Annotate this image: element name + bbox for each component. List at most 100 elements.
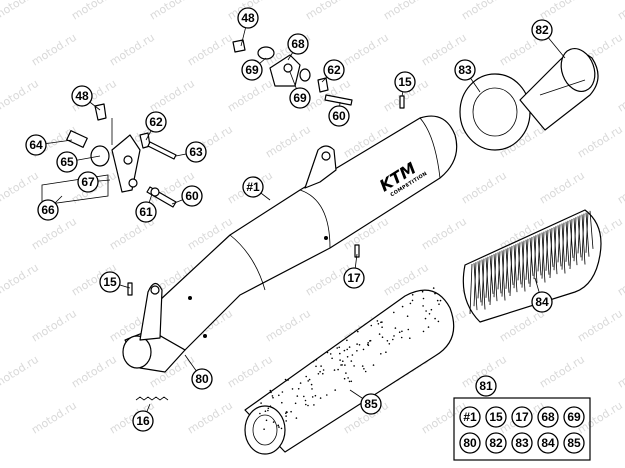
- speckle: [260, 402, 262, 404]
- wool-strand: [545, 229, 549, 271]
- speckle: [430, 308, 433, 311]
- watermark-text: motod.ru: [0, 77, 41, 115]
- speckle: [380, 353, 382, 355]
- wool-strand: [573, 218, 578, 266]
- callout-label: 83: [458, 63, 472, 77]
- speckle: [424, 317, 427, 320]
- callout-60: 60: [181, 185, 203, 207]
- kit-item-69: 69: [563, 406, 585, 428]
- speckle: [269, 405, 272, 408]
- speckle: [378, 333, 381, 335]
- callout-85: 85: [360, 393, 382, 415]
- callout-61: 61: [135, 201, 157, 223]
- wool-strand: [469, 263, 473, 315]
- speckle: [381, 336, 384, 339]
- speckle: [287, 379, 289, 381]
- speckle: [311, 396, 314, 398]
- watermark-text: motod.ru: [185, 399, 235, 437]
- callout-label: 82: [535, 23, 549, 37]
- callout-circle: [360, 393, 382, 415]
- callout-label: 84: [535, 295, 549, 309]
- callout-label: 85: [364, 397, 378, 411]
- wool-strand: [525, 238, 529, 280]
- callout-67: 67: [77, 171, 99, 193]
- watermark-text: motod.ru: [263, 307, 313, 345]
- wool-strand: [565, 220, 569, 262]
- watermark-text: motod.ru: [29, 399, 79, 437]
- watermark-text: motod.ru: [615, 353, 625, 391]
- watermark-text: motod.ru: [303, 0, 353, 23]
- speckle: [297, 388, 300, 390]
- speckle: [388, 343, 391, 345]
- callout-label: 62: [327, 63, 341, 77]
- callout-label: 65: [60, 155, 74, 169]
- speckle: [285, 415, 287, 417]
- callout-label: 61: [139, 205, 153, 219]
- speckle: [398, 331, 401, 334]
- speckle: [290, 410, 292, 413]
- watermark-text: motod.ru: [419, 215, 469, 253]
- wool-strand: [553, 227, 558, 275]
- callout-label: 15: [103, 275, 117, 289]
- callout-label: 66: [41, 203, 55, 217]
- sleeve-texture: [259, 287, 442, 431]
- speckle: [345, 372, 347, 374]
- speckle: [272, 421, 275, 423]
- callout-circle: [71, 85, 93, 107]
- speckle: [333, 369, 336, 371]
- speckle: [411, 299, 414, 302]
- speckle: [343, 377, 346, 380]
- callout-circle: [25, 134, 47, 156]
- kit-item-hash-1: #1: [459, 406, 481, 428]
- speckle: [272, 396, 274, 399]
- speckle: [339, 359, 341, 361]
- kit-item-label: 84: [541, 436, 555, 450]
- speckle: [285, 379, 288, 382]
- speckle: [308, 378, 311, 381]
- speckle: [411, 294, 414, 296]
- speckle: [422, 297, 425, 300]
- wool-strand: [481, 258, 485, 306]
- kit-item-circle: [511, 432, 533, 454]
- watermark-text: motod.ru: [225, 353, 275, 391]
- speckle: [357, 330, 359, 333]
- callout-circle: [531, 291, 553, 313]
- callout-83: 83: [454, 59, 476, 81]
- speckle: [284, 378, 287, 381]
- watermark-text: motod.ru: [0, 0, 41, 23]
- speckle: [348, 380, 351, 383]
- speckle: [343, 349, 346, 352]
- callout-63: 63: [185, 141, 207, 163]
- callout-label: 63: [189, 145, 203, 159]
- speckle: [346, 339, 348, 342]
- watermark-text: motod.ru: [147, 0, 197, 23]
- speckle: [381, 326, 383, 329]
- speckle: [278, 394, 280, 397]
- callout-circle: [237, 7, 259, 29]
- watermark-text: motod.ru: [537, 0, 587, 23]
- speckle: [393, 311, 395, 314]
- speckle: [348, 346, 351, 348]
- kit-item-80: 80: [459, 432, 481, 454]
- watermark-text: motod.ru: [29, 215, 79, 253]
- speckle: [270, 391, 272, 394]
- speckle: [434, 317, 436, 320]
- speckle: [421, 290, 424, 293]
- callout-label: 62: [149, 115, 163, 129]
- callout-circle: [328, 105, 350, 127]
- callout-circle: [132, 410, 154, 432]
- callout-66: 66: [37, 199, 59, 221]
- speckle: [278, 426, 280, 428]
- wool-strand: [561, 223, 566, 274]
- kit-item-83: 83: [511, 432, 533, 454]
- callout-80: 80: [191, 368, 213, 390]
- speckle: [322, 372, 324, 375]
- callout-69: 69: [241, 59, 263, 81]
- kit-item-circle: [563, 432, 585, 454]
- speckle: [326, 394, 328, 396]
- wool-strand: [517, 242, 521, 281]
- watermark-text: motod.ru: [341, 31, 391, 69]
- speckle: [393, 335, 395, 337]
